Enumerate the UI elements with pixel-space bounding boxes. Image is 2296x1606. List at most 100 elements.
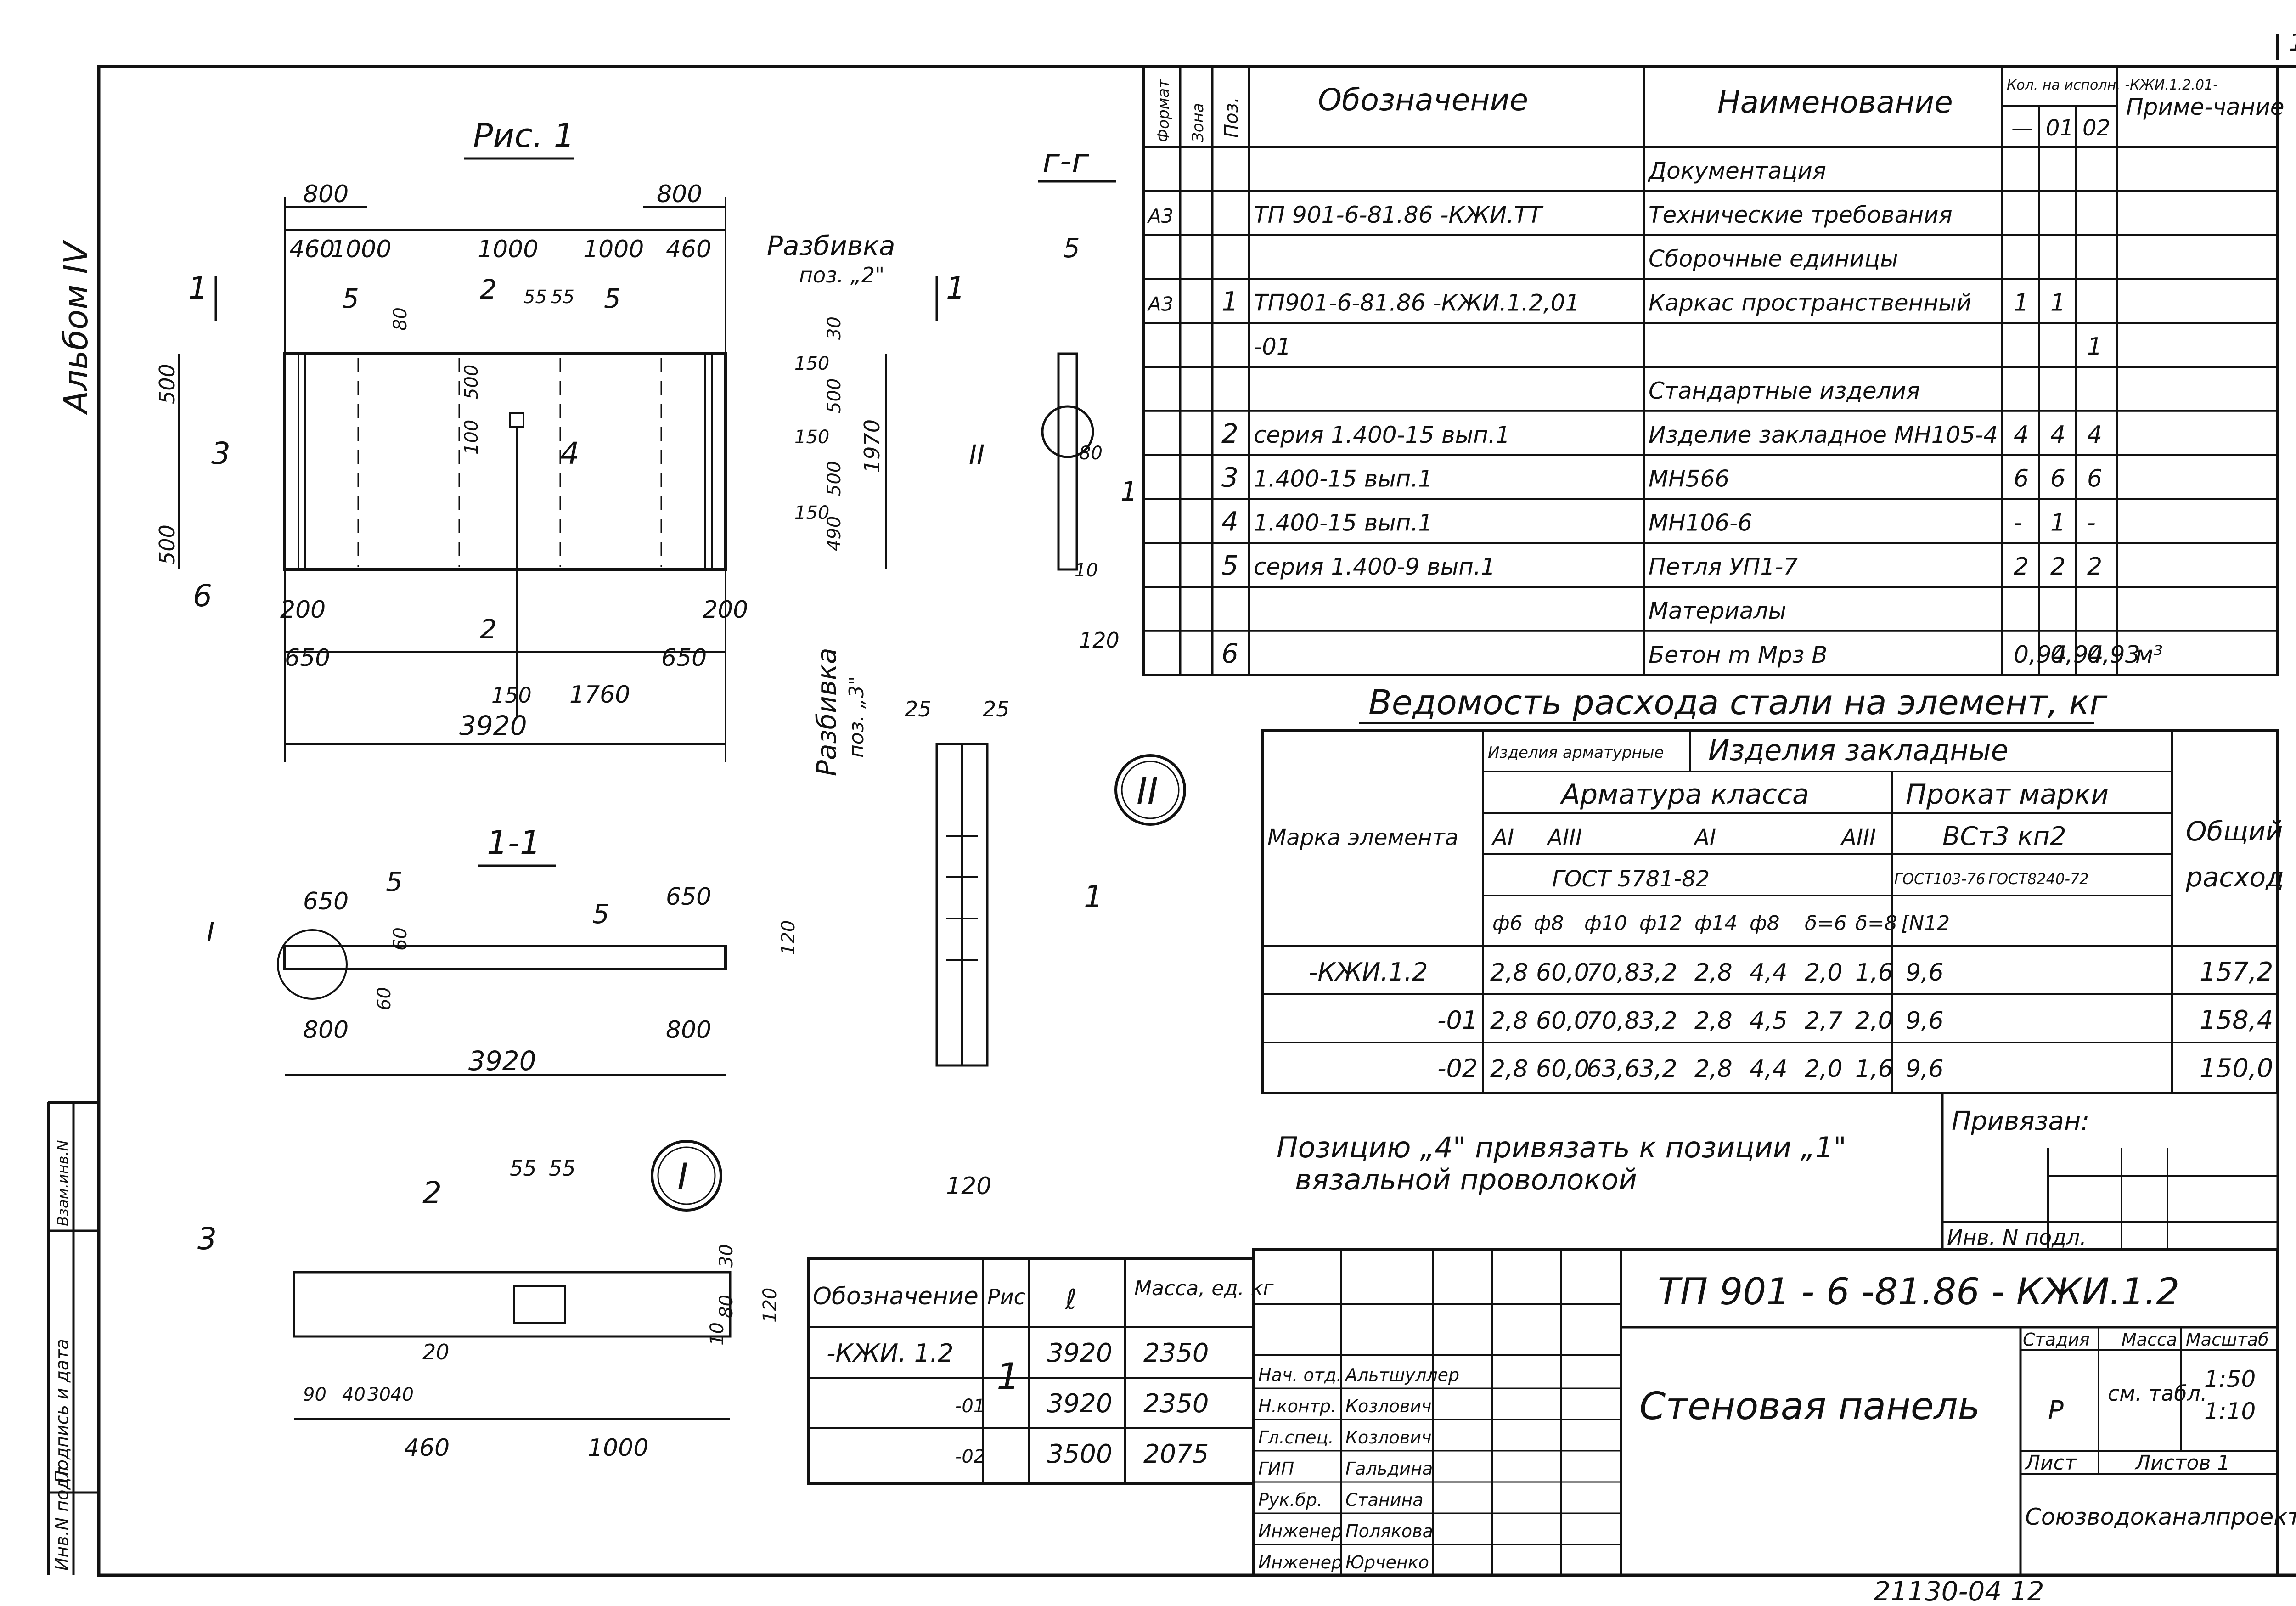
mass-row-designation: -01 (955, 1396, 985, 1417)
steel-row-value: 1,6 (1855, 1055, 1893, 1083)
album-label: Альбом IV (56, 239, 95, 415)
pos-label-1: 1 (188, 270, 208, 306)
sec11-800b: 800 (666, 1016, 711, 1044)
mass-row-designation: -КЖИ. 1.2 (827, 1339, 954, 1368)
steel-h-vst: ВСт3 кп2 (1942, 822, 2066, 851)
dim-bot-150: 150 (491, 683, 532, 708)
spec-cell-c3: 2 (2087, 553, 2102, 580)
detail-I-30b: 30 (367, 1384, 391, 1405)
steel-h-class-1: АIII (1546, 825, 1582, 851)
gg-pos-1: 1 (1120, 476, 1137, 507)
side-stamp-inv: Инв.N подл. (52, 1461, 72, 1571)
tb-person: Альтшуллер (1344, 1365, 1459, 1385)
spec-cell-name: Сборочные единицы (1649, 246, 1898, 272)
steel-h-class-0: АI (1491, 825, 1514, 851)
pos-label-5: 5 (342, 283, 359, 314)
mass-h-0: Обозначение (813, 1283, 979, 1310)
steel-row-total: 150,0 (2200, 1054, 2273, 1083)
steel-row-value: 3,2 (1639, 1055, 1677, 1083)
detail-I: I 3 2 55 55 30 80 120 10 20 90 40 30 40 … (197, 1140, 781, 1462)
steel-h-prokat: Прокат марки (1906, 778, 2109, 811)
detail-II-pos1: 1 (1084, 879, 1103, 914)
dim-bot-200-left: 200 (280, 596, 326, 624)
tb-role: Нач. отд. (1258, 1365, 1342, 1385)
dim-left-500a: 500 (155, 364, 180, 404)
mass-h-1: Рис (987, 1285, 1025, 1309)
steel-row-value: 70,8 (1587, 959, 1640, 986)
steel-h-arm: Изделия арматурные (1488, 744, 1664, 762)
dim-left-500b: 500 (155, 524, 180, 565)
detail-I-10: 10 (707, 1322, 728, 1346)
dim-55b: 55 (551, 287, 574, 308)
steel-row-value: 63,6 (1587, 1055, 1640, 1083)
spec-cell-c3: 1 (2087, 333, 2102, 361)
dim-right-150a: 150 (794, 353, 829, 374)
mass-row-length: 3920 (1047, 1338, 1113, 1368)
doc-name: Стеновая панель (1639, 1385, 1980, 1428)
dim-right-30: 30 (824, 316, 845, 340)
steel-h-size: ф6 (1492, 912, 1523, 935)
detail-I-55b: 55 (549, 1156, 576, 1181)
spec-cell-c1: - (2014, 509, 2022, 536)
spec-h-note: Приме-чание (2126, 94, 2284, 120)
spec-cell-name: Документация (1648, 158, 1826, 184)
steel-h-gost2: ГОСТ103-76 (1894, 870, 1985, 888)
dim-top-800-right: 800 (657, 180, 702, 208)
steel-row-value: 3,2 (1639, 959, 1677, 986)
detail-I-pos3: 3 (197, 1221, 217, 1257)
razbivka-3: Разбивка (811, 648, 842, 776)
panel-outline (283, 352, 727, 571)
tb-person: Полякова (1345, 1521, 1433, 1541)
tb-role: Рук.бр. (1258, 1490, 1322, 1510)
steel-row-mark: -01 (1437, 1006, 1478, 1035)
detail-I-marker: I (677, 1155, 688, 1198)
spec-cell-c1: 4 (2014, 421, 2029, 449)
steel-h-gost3: ГОСТ8240-72 (1988, 870, 2089, 888)
mass-row-fig: 1 (996, 1355, 1020, 1398)
steel-row-value: 4,5 (1750, 1007, 1788, 1035)
mass-h-2: ℓ (1065, 1284, 1077, 1316)
dim-bot-650-left: 650 (285, 644, 330, 672)
spec-exec-1: 01 (2046, 115, 2074, 141)
dim-top-800-left: 800 (303, 180, 349, 208)
steel-row-value: 2,8 (1490, 959, 1528, 986)
spec-cell-name: Материалы (1649, 597, 1786, 624)
steel-h-gost1: ГОСТ 5781-82 (1552, 866, 1710, 892)
pos-label-2b: 2 (480, 614, 497, 645)
steel-row-total: 157,2 (2200, 957, 2273, 987)
tb-person: Козлович (1345, 1396, 1432, 1416)
tb-person: Станина (1345, 1490, 1424, 1510)
steel-h-armclass: Арматура класса (1559, 778, 1809, 811)
pos-label-5b: 5 (604, 283, 621, 314)
tb-role: Гл.спец. (1258, 1427, 1334, 1448)
spec-cell-name: МН566 (1649, 466, 1729, 492)
detail-II-120: 120 (946, 1172, 991, 1200)
spec-cell-fmt: А3 (1147, 293, 1173, 315)
detail-II-callout (1041, 405, 1094, 458)
steel-row-value: 2,8 (1490, 1007, 1528, 1035)
steel-h-class-2: АI (1693, 825, 1716, 851)
tb-sheet-h: Лист (2024, 1451, 2077, 1475)
tb-scale-h: Масштаб (2186, 1330, 2269, 1350)
tb-role: ГИП (1258, 1459, 1294, 1479)
dim-100: 100 (461, 420, 482, 455)
steel-row-mark: -02 (1437, 1054, 1478, 1083)
steel-h-size: [N12 (1901, 912, 1950, 935)
pos-label-4: 4 (560, 436, 580, 471)
spec-cell-c3: 4 (2087, 421, 2102, 449)
steel-row-value: 3,2 (1639, 1007, 1677, 1035)
pos-label-6: 6 (193, 578, 212, 614)
spec-exec-0: — (2011, 115, 2033, 141)
spec-cell-c3: 0,93 (2087, 641, 2140, 669)
title-block: ТП 901 - 6 -81.86 - КЖИ.1.2 Стеновая пан… (1252, 1248, 2296, 1577)
detail-I-30: 30 (716, 1244, 737, 1268)
side-stamp-vzam: Взам.инв.N (54, 1140, 72, 1226)
mass-h-3: Масса, ед. кг (1134, 1277, 1274, 1300)
steel-row-value: 9,6 (1906, 1055, 1944, 1083)
gg-dim-80: 80 (1079, 443, 1103, 464)
detail-I-80: 80 (716, 1295, 737, 1318)
sec11-5b: 5 (592, 898, 609, 930)
sheet-number: 11 (2289, 29, 2296, 56)
spec-cell-pos: 4 (1221, 506, 1238, 537)
dim-80: 80 (390, 307, 411, 331)
